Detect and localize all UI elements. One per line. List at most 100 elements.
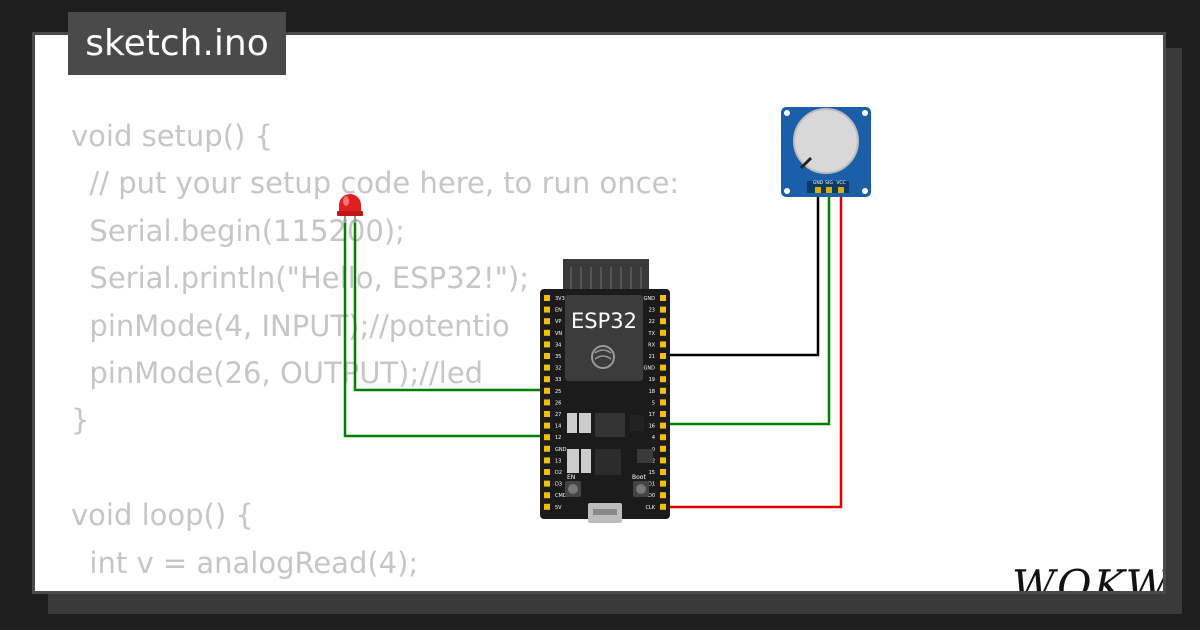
- right-pin[interactable]: [660, 387, 666, 394]
- left-pin[interactable]: [544, 329, 550, 336]
- code-line[interactable]: pinMode(4, INPUT);//potentio: [71, 308, 510, 343]
- left-pin-label: EN: [555, 308, 562, 314]
- espressif-logo-icon: [591, 345, 615, 369]
- left-pin[interactable]: [544, 422, 550, 429]
- right-pin[interactable]: [660, 492, 666, 499]
- pot-pin-gnd-label: GND: [813, 180, 824, 186]
- en-button-label: EN: [567, 474, 575, 481]
- right-pin-label: 19: [649, 377, 655, 383]
- wokwi-logo[interactable]: WOKWi: [1012, 561, 1166, 594]
- right-pin[interactable]: [660, 364, 666, 371]
- right-pin-label: TX: [648, 331, 656, 337]
- right-pin-label: 22: [649, 319, 655, 325]
- right-pin-label: 23: [649, 308, 655, 314]
- left-pin-header: 3V3ENVPVN343532332526271412GND13D2D3CMD5…: [544, 295, 567, 511]
- left-pin[interactable]: [544, 503, 550, 510]
- left-pin[interactable]: [544, 399, 550, 406]
- left-pin[interactable]: [544, 341, 550, 348]
- right-pin[interactable]: [660, 411, 666, 417]
- right-pin[interactable]: [660, 341, 666, 348]
- left-pin-label: 5V: [555, 505, 562, 511]
- left-pin-label: 14: [555, 424, 561, 430]
- left-pin[interactable]: [544, 411, 550, 417]
- right-pin[interactable]: [660, 376, 666, 383]
- left-pin[interactable]: [544, 306, 550, 313]
- left-pin-label: VN: [555, 331, 562, 337]
- left-pin-label: GND: [555, 447, 567, 453]
- file-tab[interactable]: sketch.ino: [68, 12, 286, 75]
- wire-pot-gnd[interactable]: [666, 193, 820, 357]
- right-pin-label: 16: [649, 424, 655, 430]
- left-pin-label: 35: [555, 354, 561, 360]
- right-pin[interactable]: [660, 503, 666, 510]
- right-pin-label: 4: [652, 435, 655, 441]
- right-pin-label: 18: [649, 389, 655, 395]
- right-pin[interactable]: [660, 457, 666, 464]
- left-pin-label: 33: [555, 377, 561, 383]
- left-pin-label: 26: [555, 400, 561, 406]
- potentiometer[interactable]: GND SIG VCC: [781, 107, 871, 197]
- left-pin-label: 34: [555, 342, 561, 348]
- left-pin-label: D2: [555, 470, 562, 476]
- left-pin[interactable]: [544, 434, 550, 441]
- wire-led-cathode[interactable]: [343, 219, 545, 438]
- left-pin-label: VP: [555, 319, 561, 325]
- right-pin[interactable]: [660, 445, 666, 452]
- left-pin[interactable]: [544, 480, 550, 487]
- left-pin[interactable]: [544, 376, 550, 383]
- pot-knob[interactable]: [793, 108, 859, 174]
- code-line[interactable]: Serial.begin(115200);: [71, 213, 405, 248]
- red-led[interactable]: [337, 194, 363, 223]
- wire-led-anode[interactable]: [353, 219, 545, 392]
- right-pin-label: 21: [649, 354, 655, 360]
- code-line[interactable]: int v = analogRead(4);: [71, 545, 419, 580]
- left-pin-label: 3V3: [555, 296, 565, 302]
- right-pin[interactable]: [660, 329, 666, 336]
- left-pin-label: 25: [555, 389, 561, 395]
- left-pin[interactable]: [544, 492, 550, 499]
- left-pin[interactable]: [544, 364, 550, 371]
- code-line[interactable]: void loop() {: [71, 498, 254, 533]
- right-pin[interactable]: [660, 399, 666, 406]
- code-line[interactable]: void setup() {: [71, 119, 273, 153]
- right-pin-label: 0: [652, 447, 655, 453]
- right-pin-label: CLK: [645, 505, 655, 511]
- right-pin[interactable]: [660, 318, 666, 325]
- right-pin-label: GND: [644, 366, 656, 372]
- right-pin[interactable]: [660, 353, 666, 359]
- boot-button-label: Boot: [632, 474, 646, 481]
- left-pin[interactable]: [544, 353, 550, 359]
- left-pin[interactable]: [544, 469, 550, 475]
- right-pin[interactable]: [660, 422, 666, 429]
- right-pin-label: GND: [644, 296, 656, 302]
- left-pin-label: 32: [555, 366, 561, 372]
- right-pin[interactable]: [660, 434, 666, 441]
- code-line[interactable]: Serial.println("Hello, ESP32!");: [71, 261, 530, 296]
- left-pin[interactable]: [544, 295, 550, 301]
- left-pin-label: D3: [555, 482, 562, 488]
- code-line[interactable]: }: [71, 403, 90, 438]
- right-pin[interactable]: [660, 469, 666, 475]
- code-line[interactable]: pinMode(26, OUTPUT);//led: [71, 355, 484, 390]
- left-pin[interactable]: [544, 318, 550, 325]
- right-pin[interactable]: [660, 295, 666, 301]
- esp32-board[interactable]: ESP32 3V3ENVPVN343532332526271412GND13D2…: [540, 259, 670, 523]
- right-pin-label: D1: [648, 482, 655, 488]
- wire-pot-sig[interactable]: [666, 193, 831, 426]
- left-pin[interactable]: [544, 457, 550, 464]
- left-pin-label: 13: [555, 458, 561, 464]
- right-pin[interactable]: [660, 306, 666, 313]
- code-editor[interactable]: void setup() { // put your setup code he…: [71, 113, 680, 591]
- left-pin[interactable]: [544, 445, 550, 452]
- right-pin-label: 17: [649, 412, 655, 418]
- chip-label: ESP32: [571, 309, 637, 333]
- left-pin[interactable]: [544, 387, 550, 394]
- right-pin[interactable]: [660, 480, 666, 487]
- preview-frame: void setup() { // put your setup code he…: [32, 32, 1166, 594]
- left-pin-label: 12: [555, 435, 561, 441]
- right-pin-label: RX: [648, 342, 655, 348]
- left-pin-label: 27: [555, 412, 561, 418]
- code-line[interactable]: // put your setup code here, to run once…: [71, 166, 680, 201]
